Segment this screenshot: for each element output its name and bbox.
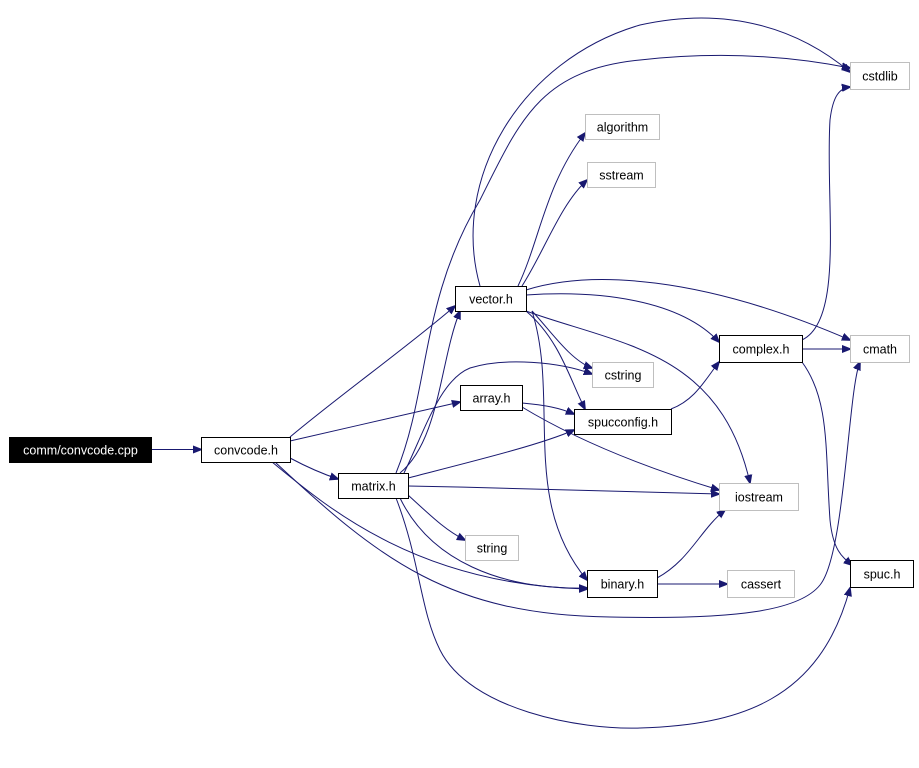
edge-matrix-h-to-binary-h — [399, 497, 587, 588]
edge-vector-h-to-cmath — [525, 279, 850, 340]
node-label: algorithm — [597, 121, 648, 135]
node-label: vector.h — [469, 293, 513, 307]
node-box — [719, 335, 803, 363]
edge-matrix-h-to-spucconfig-h — [407, 430, 574, 479]
edge-vector-h-to-cstring — [531, 310, 592, 368]
edge-vector-h-to-binary-h — [531, 310, 587, 580]
node-label: convcode.h — [214, 444, 278, 458]
edge-convcode-h-to-vector-h — [289, 306, 455, 438]
node-label: cstring — [605, 369, 642, 383]
node-box — [338, 473, 409, 499]
node-algorithm: algorithm — [585, 114, 660, 140]
node-spuc-h[interactable]: spuc.h — [850, 560, 914, 588]
edge-vector-h-to-spucconfig-h — [525, 310, 585, 409]
edge-convcode-h-to-array-h — [289, 402, 460, 442]
node-box — [465, 535, 519, 561]
node-box — [850, 335, 910, 363]
node-box — [850, 560, 914, 588]
node-convcode-h[interactable]: convcode.h — [201, 437, 291, 463]
node-label: spuc.h — [864, 568, 901, 582]
node-iostream: iostream — [719, 483, 799, 511]
node-vector-h[interactable]: vector.h — [455, 286, 527, 312]
node-box — [850, 62, 910, 90]
node-box — [587, 162, 656, 188]
edge-binary-h-to-iostream — [656, 510, 725, 579]
node-box — [9, 437, 152, 463]
node-matrix-h[interactable]: matrix.h — [338, 473, 409, 499]
node-box — [587, 570, 658, 598]
node-label: sstream — [599, 169, 643, 183]
node-box — [727, 570, 795, 598]
edge-array-h-to-spucconfig-h — [521, 402, 574, 414]
node-cmath: cmath — [850, 335, 910, 363]
edge-array-h-to-iostream — [521, 406, 719, 490]
node-sstream: sstream — [587, 162, 656, 188]
node-label: spucconfig.h — [588, 416, 658, 430]
edge-vector-h-to-sstream — [521, 180, 587, 287]
node-string: string — [465, 535, 519, 561]
node-cstdlib: cstdlib — [850, 62, 910, 90]
node-complex-h[interactable]: complex.h — [719, 335, 803, 363]
node-box — [574, 409, 672, 435]
edge-matrix-h-to-string — [407, 494, 465, 540]
edges-layer — [151, 17, 860, 729]
node-array-h[interactable]: array.h — [460, 385, 523, 411]
node-convcode-cpp[interactable]: comm/convcode.cpp — [9, 437, 152, 463]
node-label: string — [477, 542, 508, 556]
edge-spucconfig-h-to-complex-h — [670, 362, 719, 410]
node-cassert: cassert — [727, 570, 795, 598]
node-box — [719, 483, 799, 511]
node-label: cmath — [863, 343, 897, 357]
node-cstring: cstring — [592, 362, 654, 388]
node-box — [460, 385, 523, 411]
node-label: complex.h — [733, 343, 790, 357]
edge-complex-h-to-cstdlib — [801, 87, 850, 341]
node-label: comm/convcode.cpp — [23, 444, 138, 458]
edge-vector-h-to-complex-h — [525, 293, 719, 342]
node-box — [592, 362, 654, 388]
edge-matrix-h-to-cstdlib — [395, 54, 850, 474]
edge-matrix-h-to-iostream — [407, 485, 719, 494]
edge-vector-h-to-iostream — [525, 310, 750, 483]
node-label: cassert — [741, 578, 782, 592]
node-label: binary.h — [601, 578, 645, 592]
edge-vector-h-to-algorithm — [517, 133, 585, 287]
node-label: array.h — [473, 392, 511, 406]
node-box — [585, 114, 660, 140]
node-label: iostream — [735, 491, 783, 505]
edge-matrix-h-to-cstring — [403, 361, 592, 474]
node-label: matrix.h — [351, 480, 396, 494]
edge-matrix-h-to-spuc-h — [395, 497, 850, 729]
node-box — [455, 286, 527, 312]
node-spucconfig-h[interactable]: spucconfig.h — [574, 409, 672, 435]
edge-complex-h-to-spuc-h — [801, 361, 852, 565]
edge-matrix-h-to-vector-h — [399, 311, 460, 474]
nodes-layer: comm/convcode.cpp convcode.h matrix.h array… — [9, 62, 914, 598]
edge-convcode-h-to-matrix-h — [289, 457, 338, 479]
edge-convcode-h-to-binary-h — [271, 461, 587, 589]
edge-convcode-h-to-cmath — [274, 362, 860, 619]
node-label: cstdlib — [862, 70, 897, 84]
node-binary-h[interactable]: binary.h — [587, 570, 658, 598]
node-box — [201, 437, 291, 463]
edge-vector-h-to-cstdlib — [472, 17, 850, 287]
